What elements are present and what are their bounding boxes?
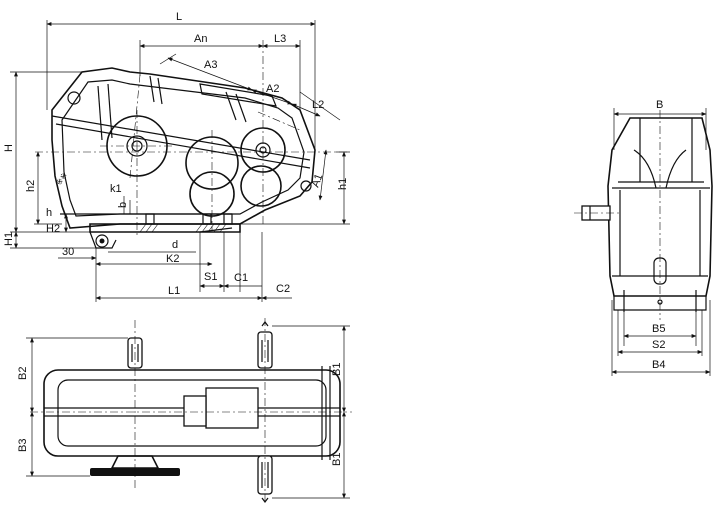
- label-H2: H2: [46, 223, 60, 235]
- gear-output-bottom: [240, 165, 282, 207]
- dim-30: 30: [58, 246, 97, 260]
- inspection-cover: [199, 83, 277, 107]
- dim-B2: B2: [17, 337, 128, 413]
- dim-S2: S2: [617, 310, 703, 356]
- label-H: H: [3, 144, 15, 152]
- dim-A1: A1: [310, 149, 328, 201]
- dim-L3: L3: [262, 33, 301, 110]
- label-B1-top: B1: [331, 363, 343, 376]
- dim-L2: L2: [291, 91, 341, 121]
- label-B: B: [656, 99, 663, 111]
- dim-H: H: [3, 71, 90, 233]
- label-k1: k1: [110, 183, 122, 195]
- dim-L1-C2: L1 C2: [95, 232, 292, 302]
- label-An: An: [194, 33, 207, 45]
- label-L1: L1: [168, 285, 180, 297]
- split-flange-line: [51, 115, 311, 161]
- dim-B3: B3: [17, 411, 90, 477]
- side-view: B B5 S2 B4: [574, 99, 713, 376]
- drain-plug: [95, 234, 109, 248]
- dim-d: d: [108, 239, 196, 253]
- dim-h1: h1: [240, 151, 350, 225]
- label-h2: h2: [25, 180, 37, 192]
- dim-L: L: [46, 11, 316, 150]
- label-A3: A3: [204, 59, 217, 71]
- dim-A3: A3: [159, 53, 253, 91]
- front-view: L An L3 A3 A2 L2: [3, 11, 350, 302]
- lifting-lug-right: [300, 180, 312, 192]
- label-H1: H1: [3, 232, 15, 246]
- dim-h: h: [46, 207, 90, 219]
- label-h: h: [46, 207, 52, 219]
- dim-A2: A2: [251, 83, 293, 105]
- dim-H1: H1: [3, 231, 96, 249]
- label-b: b: [117, 202, 129, 208]
- lifting-lug-left: [67, 91, 81, 105]
- label-S2: S2: [652, 339, 665, 351]
- dim-B1-bottom: B1: [272, 411, 350, 499]
- label-A1: A1: [310, 172, 326, 189]
- dim-B: B: [613, 99, 707, 150]
- label-C2: C2: [276, 283, 290, 295]
- dim-B1-top: B1: [272, 325, 350, 413]
- dim-B4: B4: [611, 300, 711, 376]
- dim-h2: h2: [25, 151, 62, 225]
- plan-motor-block: [205, 387, 259, 429]
- housing-outline: [51, 67, 316, 229]
- label-30: 30: [62, 246, 74, 258]
- dim-K2: K2: [95, 248, 213, 302]
- dim-b: b: [117, 200, 131, 214]
- label-L3: L3: [274, 33, 286, 45]
- dim-An: An: [139, 33, 264, 76]
- label-K2: K2: [166, 253, 179, 265]
- label-B5: B5: [652, 323, 665, 335]
- label-C1: C1: [234, 272, 248, 284]
- label-B1-bottom: B1: [331, 453, 343, 466]
- label-d: d: [172, 239, 178, 251]
- top-view: B2 B3 B1 B1: [17, 318, 352, 505]
- label-B2: B2: [17, 367, 29, 380]
- label-B3: B3: [17, 439, 29, 452]
- dim-S1-C1: S1 C1: [199, 232, 262, 292]
- label-L2: L2: [312, 99, 324, 111]
- dim-H2: H2: [46, 213, 68, 235]
- dim-B5: B5: [623, 312, 697, 346]
- label-A2: A2: [266, 83, 279, 95]
- dim-k1: k1: [110, 183, 125, 214]
- label-h1: h1: [337, 178, 349, 190]
- label-S1: S1: [204, 271, 217, 283]
- label-B4: B4: [652, 359, 665, 371]
- label-L: L: [176, 11, 182, 23]
- plan-housing: [43, 369, 341, 457]
